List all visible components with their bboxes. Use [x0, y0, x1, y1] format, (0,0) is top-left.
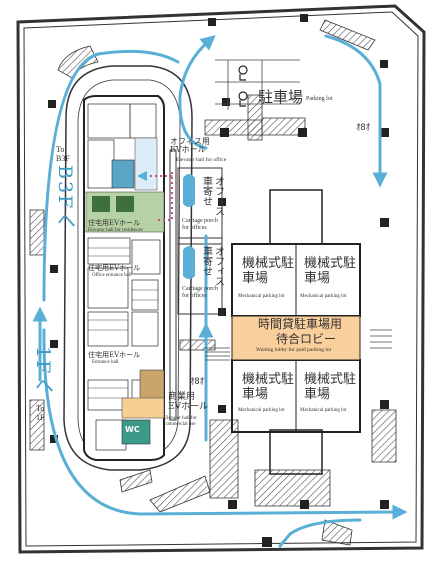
mech-parking-label-en-3: Mechanical parking lot — [238, 408, 285, 413]
office-ev-hall-label: オフィス用 EVホール — [170, 137, 210, 154]
mech-parking-label-en-1: Mechanical parking lot — [238, 294, 285, 299]
upper-parking-stalls — [215, 59, 300, 110]
building-core — [83, 95, 165, 461]
commercial-ev-hall-label-en: Elevator hall for commercial use — [164, 416, 197, 427]
stairs — [205, 329, 392, 361]
columns — [48, 14, 389, 547]
entrance-hall-label-en: Entrance hall — [92, 360, 119, 365]
to-b3f-label: To B3F — [56, 145, 70, 163]
parking-lot-label-en: Parking lot — [306, 96, 333, 102]
svg-text:ｵ8ｵ: ｵ8ｵ — [356, 122, 371, 132]
paid-lobby-label-2: 待合ロビー — [276, 332, 337, 346]
wc-label: WC — [125, 425, 140, 434]
office-ev-hall-label-en: Elevator hall for office — [176, 157, 227, 163]
paid-lobby-label-en: Waiting lobby for paid parking lot — [256, 347, 332, 353]
office-entrance-label-en: Office entrance hall — [92, 273, 132, 278]
carriage-porch-label-2: 車寄せ — [200, 246, 212, 276]
mech-parking-label-1: 機械式駐車場 — [242, 256, 295, 286]
office-label-1: オフィス — [212, 176, 224, 216]
residential-ev-hall-label-en: Elevator hall for residences — [88, 228, 143, 233]
parking-lot-label: 駐車場 — [258, 88, 304, 106]
outer-walls — [16, 4, 426, 554]
mech-parking-label-en-2: Mechanical parking lot — [300, 294, 347, 299]
commercial-ev-hall-label: 商業用 EVホール — [168, 392, 209, 412]
mech-parking-label-en-4: Mechanical parking lot — [300, 408, 347, 413]
to-1f-label: To 1F — [36, 404, 45, 422]
office-ev-hall — [134, 137, 158, 191]
pedestrian-route — [137, 171, 173, 221]
svg-text:ｵ8ｵ: ｵ8ｵ — [190, 376, 205, 386]
paid-lobby-label-1: 時間貸駐車場用 — [258, 317, 343, 331]
1f-label: 1Fへ — [31, 346, 54, 397]
carriage-porch-label-1: 車寄せ — [200, 176, 212, 206]
paid-parking-lobby — [231, 315, 361, 361]
mech-parking-label-4: 機械式駐車場 — [304, 372, 357, 402]
office-entrance-label: 住宅用EVホール — [88, 264, 141, 272]
carriage-porch-label-en-1: Carriage porch for offices — [182, 218, 218, 231]
car-icons — [183, 174, 195, 279]
bike-markers: ｵ8ｵ ｵ8ｵ — [190, 122, 371, 386]
entrance-hall-label: 住宅用EVホール — [88, 351, 141, 359]
mech-parking-label-2: 機械式駐車場 — [304, 256, 357, 286]
accessible-parking-icons — [238, 65, 248, 107]
mech-parking-label-3: 機械式駐車場 — [242, 372, 295, 402]
office-label-2: オフィス — [212, 246, 224, 286]
wc-room — [121, 419, 151, 445]
commercial-ev-hall — [121, 397, 165, 419]
carriage-porch-label-en-2: Carriage porch for offices — [182, 286, 218, 299]
b3f-label: B3Fへ — [53, 165, 76, 232]
carriage-porch-rooms — [169, 149, 223, 421]
residential-ev-hall-label: 住宅用EVホール — [88, 219, 141, 227]
